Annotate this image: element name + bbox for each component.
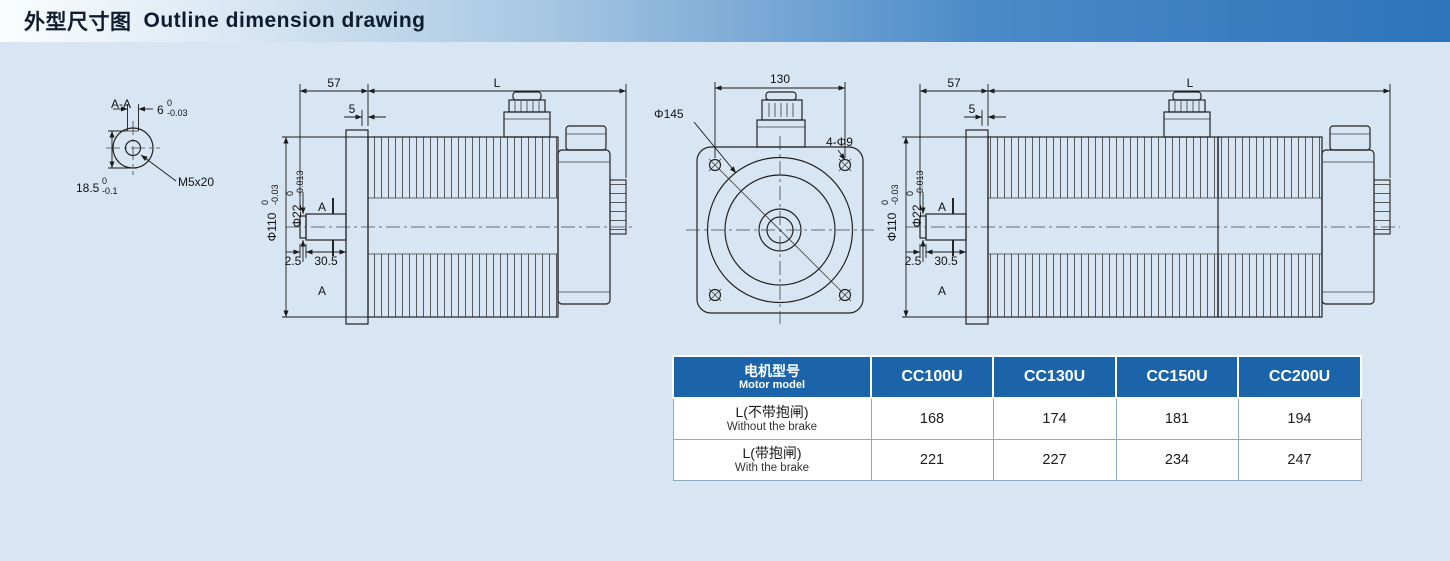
dim-flange-label: 5	[969, 102, 976, 116]
section-mark-top: A	[318, 200, 326, 214]
page-title-en: Outline dimension drawing	[143, 9, 426, 32]
dimension-table: 电机型号 Motor model CC100U CC130U CC150U CC…	[672, 355, 1362, 481]
bolt-hole-bottom-right	[838, 288, 852, 302]
motor-model-label-en: Motor model	[739, 378, 805, 391]
keyway-depth-tol-bot: -0.1	[102, 186, 118, 196]
shaft-dia-label: Φ22	[290, 204, 304, 227]
value-cell: 181	[1115, 397, 1239, 440]
table-row-with-brake: L(带抱闸) With the brake 221 227 234 247	[672, 439, 1362, 481]
body-dia-label: Φ110	[265, 212, 279, 241]
encoder-connector	[1329, 125, 1371, 151]
value-cell: 221	[870, 439, 994, 481]
section-label: A-A	[111, 97, 131, 111]
power-connector-front	[761, 99, 803, 121]
title-bar: 外型尺寸图 Outline dimension drawing	[0, 0, 1450, 42]
rear-plug-block	[609, 179, 627, 235]
dia-flange-label: Φ145	[654, 107, 684, 121]
value-cell: 194	[1237, 397, 1362, 440]
keyway-depth-dim: 18.5	[76, 181, 100, 195]
shaft-dia-tol-top: 0	[285, 191, 295, 196]
section-detail-view: A-A 6 0 -0.03 18.5 0 -0.1 M5x20	[76, 97, 214, 196]
header-model-cc130u: CC130U	[992, 355, 1117, 399]
value-cell: 174	[992, 397, 1117, 440]
dim-key-label: 30.5	[314, 254, 338, 268]
table-header-row: 电机型号 Motor model CC100U CC130U CC150U CC…	[672, 355, 1362, 399]
dim-step-label: 2.5	[285, 254, 302, 268]
row-label-cn: L(带抱闸)	[742, 445, 802, 461]
value-cell: 227	[992, 439, 1117, 481]
dim-step-label: 2.5	[905, 254, 922, 268]
shaft-dia-label: Φ22	[910, 204, 924, 227]
shaft-dia-tol-bot: -0.013	[295, 170, 305, 196]
header-motor-model: 电机型号 Motor model	[672, 355, 872, 399]
dim-front-label: 57	[327, 76, 341, 90]
value-cell: 234	[1115, 439, 1239, 481]
dim-front-label: 57	[947, 76, 961, 90]
side-view-with-brake: 57 L 5 Φ110 0 -0.03 Φ22 0 -0.013 A A	[880, 76, 1400, 325]
body-dia-tol-top: 0	[260, 200, 270, 205]
row-label-cn: L(不带抱闸)	[735, 404, 809, 420]
bolt-hole-bottom-left	[708, 288, 722, 302]
row-label-without-brake: L(不带抱闸) Without the brake	[672, 397, 872, 440]
value-cell: 247	[1237, 439, 1362, 481]
header-model-cc150u: CC150U	[1115, 355, 1239, 399]
motor-model-label-cn: 电机型号	[744, 362, 800, 379]
row-label-with-brake: L(带抱闸) With the brake	[672, 439, 872, 481]
section-mark-top: A	[938, 200, 946, 214]
section-mark-bottom: A	[938, 284, 946, 298]
dim-key-label: 30.5	[934, 254, 958, 268]
bolt-hole-top-left	[708, 158, 722, 172]
header-model-cc100u: CC100U	[870, 355, 994, 399]
bolt-holes-label: 4-Φ9	[826, 135, 853, 149]
rear-plug-block	[1373, 179, 1391, 235]
bolt-hole-top-right	[838, 158, 852, 172]
body-dia-tol-bot: -0.03	[270, 184, 280, 205]
dim-flange-label: 5	[349, 102, 356, 116]
keyway-depth-tol-top: 0	[102, 176, 107, 186]
front-view: 130 Φ145 4-Φ9	[654, 72, 874, 324]
keyway-width-dim: 6	[157, 103, 164, 117]
dim-bolt-spacing-label: 130	[770, 72, 790, 86]
page-title-cn: 外型尺寸图	[24, 11, 132, 34]
body-dia-label: Φ110	[885, 212, 899, 241]
side-view-without-brake: 57 L 5 Φ110 0 -0.03 Φ22 0 -0.013 A A	[260, 76, 634, 325]
shaft-circle	[758, 208, 802, 252]
row-label-en: With the brake	[734, 462, 810, 474]
keyway-width-tol-top: 0	[167, 98, 172, 108]
value-cell: 168	[870, 397, 994, 440]
body-dia-tol-bot: -0.03	[890, 184, 900, 205]
header-model-cc200u: CC200U	[1237, 355, 1362, 399]
flange-circle	[706, 156, 854, 304]
shaft-dia-tol-top: 0	[905, 191, 915, 196]
table-row-without-brake: L(不带抱闸) Without the brake 168 174 181 19…	[672, 397, 1362, 440]
dim-length-label: L	[494, 76, 501, 90]
dim-length-label: L	[1187, 76, 1194, 90]
body-dia-tol-top: 0	[880, 200, 890, 205]
shaft-dia-tol-bot: -0.013	[915, 170, 925, 196]
section-mark-bottom: A	[318, 284, 326, 298]
encoder-connector	[565, 125, 607, 151]
thread-spec-label: M5x20	[178, 175, 214, 189]
row-label-en: Without the brake	[726, 421, 818, 433]
keyway-width-tol-bot: -0.03	[167, 108, 188, 118]
